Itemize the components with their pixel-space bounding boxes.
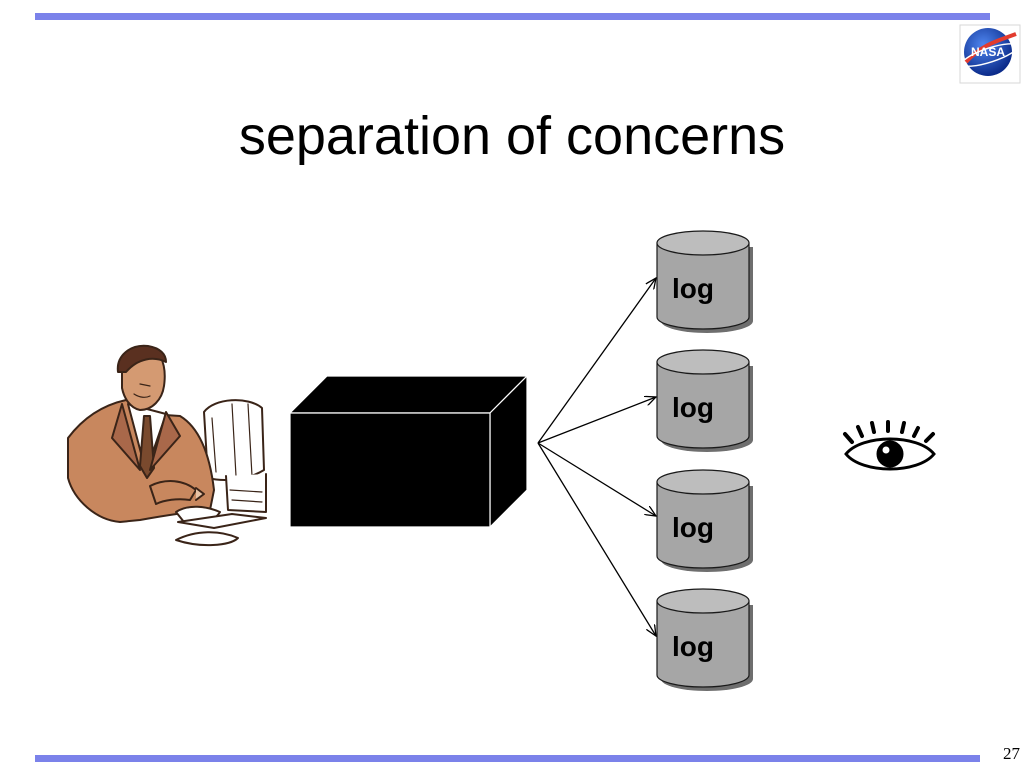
log-label: log [672,512,714,543]
top-rule [35,13,990,20]
log-cylinder: log [656,469,753,572]
arrows [537,278,656,636]
log-cylinder: log [656,349,753,452]
log-stores: log log log log [656,230,753,691]
eye-icon [843,420,936,471]
nasa-logo-text: NASA [971,45,1005,59]
log-label: log [672,273,714,304]
slide-title: separation of concerns [238,106,786,166]
arrow-to-log-2 [537,397,656,444]
log-cylinder: log [656,588,753,691]
black-box-icon [289,375,528,528]
log-label: log [672,392,714,423]
person-at-computer-icon [67,344,267,547]
arrow-to-log-4 [537,442,656,636]
arrow-to-log-1 [537,278,656,444]
arrow-to-log-3 [537,442,656,516]
page-number: 27 [1003,744,1020,763]
log-cylinder: log [656,230,753,333]
bottom-rule [35,755,980,762]
log-label: log [672,631,714,662]
nasa-logo: NASA [959,24,1021,84]
